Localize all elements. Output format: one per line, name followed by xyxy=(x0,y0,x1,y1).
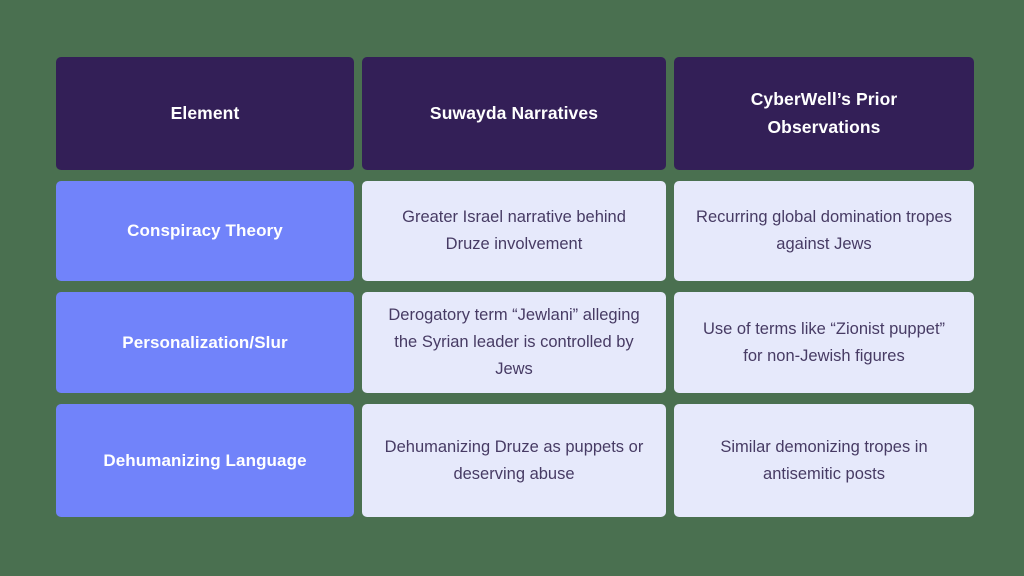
cell-text: Recurring global domination tropes again… xyxy=(696,208,952,253)
row-label-personalization-slur: Personalization/Slur xyxy=(56,292,354,393)
cell-dehumanizing-language-prior: Similar demonizing tropes in antisemitic… xyxy=(674,404,974,517)
cell-text: Derogatory term “Jewlani” alleging the S… xyxy=(388,306,640,378)
cell-dehumanizing-language-suwayda: Dehumanizing Druze as puppets or deservi… xyxy=(362,404,666,517)
cell-text: Use of terms like “Zionist puppet” for n… xyxy=(702,319,946,365)
row-label-conspiracy-theory: Conspiracy Theory xyxy=(56,181,354,281)
row-label-text: Dehumanizing Language xyxy=(103,450,307,470)
cell-text: Similar demonizing tropes in antisemitic… xyxy=(720,437,928,483)
cell-personalization-slur-suwayda: Derogatory term “Jewlani” alleging the S… xyxy=(362,292,666,393)
cell-conspiracy-theory-prior: Recurring global domination tropes again… xyxy=(674,181,974,281)
row-label-text: Personalization/Slur xyxy=(122,332,288,352)
cell-personalization-slur-prior: Use of terms like “Zionist puppet” for n… xyxy=(674,292,974,393)
header-label: CyberWell’s Prior Observations xyxy=(750,89,898,137)
table-header-element: Element xyxy=(56,57,354,170)
comparison-table: Element Suwayda Narratives CyberWell’s P… xyxy=(56,57,974,518)
header-label: Suwayda Narratives xyxy=(429,102,599,123)
table-header-cyberwell-prior-observations: CyberWell’s Prior Observations xyxy=(674,57,974,170)
table-header-suwayda-narratives: Suwayda Narratives xyxy=(362,57,666,170)
cell-conspiracy-theory-suwayda: Greater Israel narrative behind Druze in… xyxy=(362,181,666,281)
cell-text: Greater Israel narrative behind Druze in… xyxy=(402,208,626,253)
row-label-text: Conspiracy Theory xyxy=(127,221,283,241)
row-label-dehumanizing-language: Dehumanizing Language xyxy=(56,404,354,517)
cell-text: Dehumanizing Druze as puppets or deservi… xyxy=(384,437,644,483)
header-label: Element xyxy=(170,102,240,123)
